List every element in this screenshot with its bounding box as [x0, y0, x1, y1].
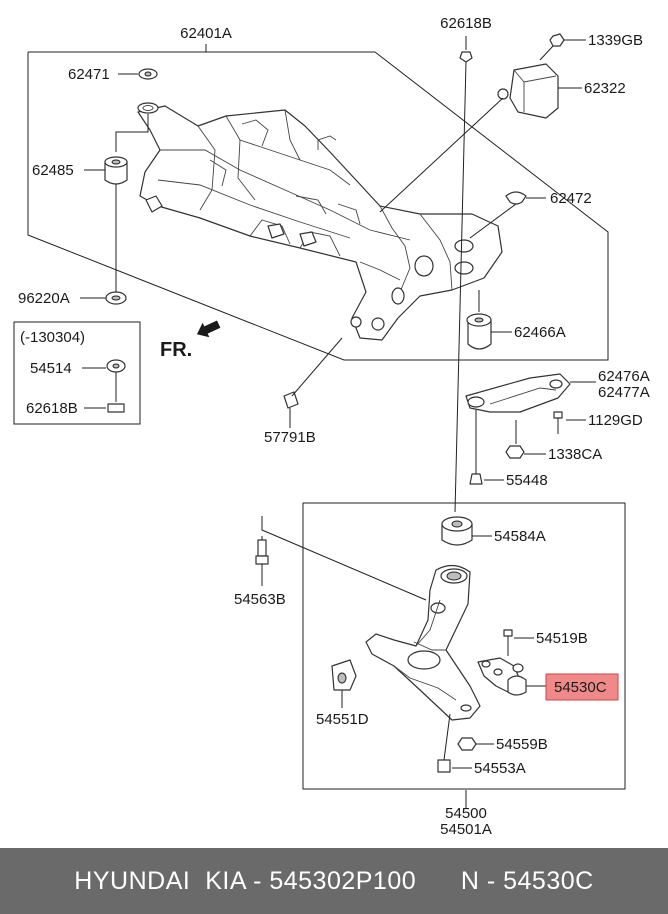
- label-62477A: 62477A: [598, 384, 650, 401]
- part-62476A-stay-bracket: [465, 373, 596, 413]
- part-55448-bolt: [469, 410, 504, 485]
- label-62466A: 62466A: [514, 324, 566, 341]
- footer-brand-part-number: HYUNDAI KIA - 545302P100: [74, 866, 417, 895]
- part-62472-washer: [469, 191, 546, 239]
- label-54514: 54514: [30, 360, 72, 377]
- label-54530C: 54530C: [554, 679, 607, 696]
- lower-control-arm: [365, 564, 481, 721]
- label-54519B: 54519B: [536, 630, 588, 647]
- subframe-crossmember: [137, 102, 503, 341]
- inset-box-130304: [13, 321, 141, 425]
- part-57791B-bolt: [283, 337, 343, 428]
- front-direction-arrow: [196, 320, 221, 338]
- label-62472: 62472: [550, 190, 592, 207]
- label-54563B: 54563B: [234, 591, 286, 608]
- part-1339GB-nut: [539, 33, 586, 61]
- part-54551D-bushing: [331, 659, 357, 708]
- label-62401A: 62401A: [180, 25, 232, 42]
- label-96220A: 96220A: [18, 290, 70, 307]
- label-62618B-top: 62618B: [440, 15, 492, 32]
- part-54559B-nut: [457, 737, 494, 751]
- part-62466A-bushing: [466, 290, 512, 350]
- part-62485-bushing: [84, 114, 149, 292]
- diagram-svg: 62401A 62618B 1339GB 62471 62322 62485 6…: [13, 15, 650, 838]
- footer-bar: HYUNDAI KIA - 545302P100 N - 54530C: [0, 848, 668, 914]
- part-96220A-washer: [80, 291, 127, 305]
- label-1129GD: 1129GD: [588, 412, 643, 429]
- part-54553A-bolt: [437, 713, 472, 773]
- part-1129GD-bolt: [553, 411, 586, 434]
- part-54530C-ball-joint: [477, 657, 546, 696]
- part-54584A-bushing: [441, 516, 492, 546]
- label-54501A: 54501A: [440, 821, 492, 838]
- label-54584A: 54584A: [494, 528, 546, 545]
- part-62471-washer: [118, 68, 158, 80]
- label-57791B: 57791B: [264, 429, 316, 446]
- label-62618B-inset: 62618B: [26, 400, 78, 417]
- label-front: FR.: [160, 339, 192, 361]
- label-62476A: 62476A: [598, 368, 650, 385]
- label-62485: 62485: [32, 162, 74, 179]
- part-54519B-bolt: [503, 629, 534, 656]
- label-62322: 62322: [584, 80, 626, 97]
- part-54563B-bolt: [255, 536, 269, 586]
- part-62322-mount-bracket: [379, 63, 582, 213]
- lower-arm-box: [261, 502, 626, 808]
- label-54559B: 54559B: [496, 736, 548, 753]
- footer-reference-number: N - 54530C: [460, 866, 594, 895]
- label-1338CA: 1338CA: [548, 446, 602, 463]
- subframe-outline-box: [27, 51, 609, 361]
- part-1338CA-nut: [505, 420, 546, 459]
- label-55448: 55448: [506, 472, 548, 489]
- parts-diagram: 62401A 62618B 1339GB 62471 62322 62485 6…: [13, 15, 650, 838]
- label-54553A: 54553A: [474, 760, 526, 777]
- footer-spacer: [416, 867, 461, 896]
- label-inset-title: (-130304): [20, 329, 85, 346]
- part-62618B-bolt: [454, 36, 473, 513]
- label-62471: 62471: [68, 66, 110, 83]
- label-54500: 54500: [445, 805, 487, 822]
- label-1339GB: 1339GB: [588, 32, 643, 49]
- highlight-54530C: [545, 673, 619, 701]
- label-54551D: 54551D: [316, 711, 369, 728]
